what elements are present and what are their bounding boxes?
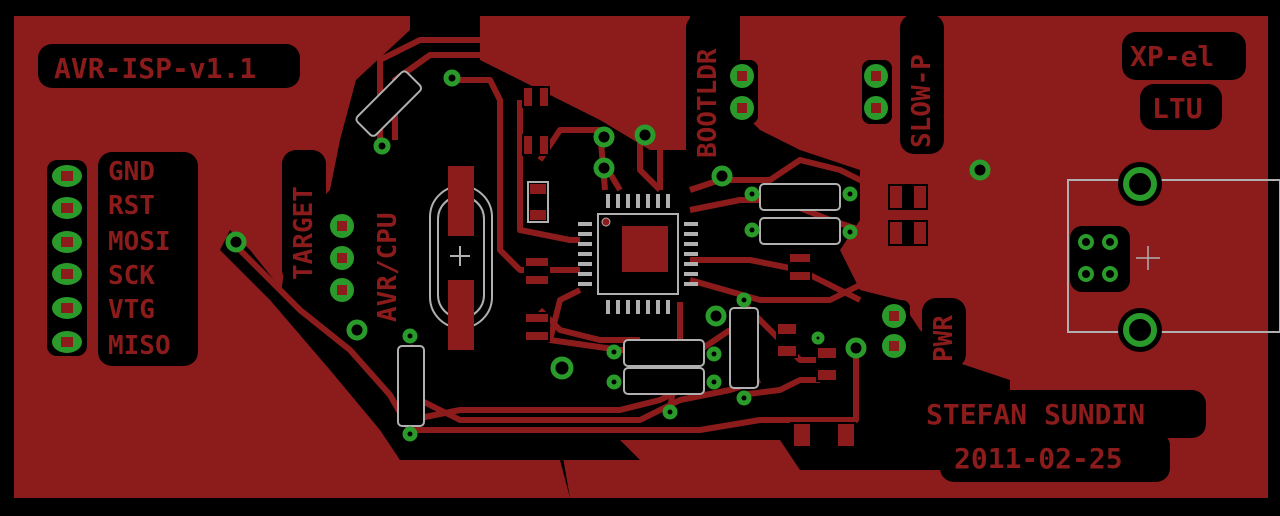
slow-p-jumper bbox=[862, 60, 892, 124]
copper-pour-left bbox=[14, 16, 570, 498]
isp-header bbox=[47, 160, 87, 356]
vias bbox=[225, 69, 991, 442]
passive-outlines bbox=[355, 70, 841, 427]
smd-parts bbox=[522, 86, 928, 448]
author-label: STEFAN SUNDIN bbox=[926, 398, 1145, 431]
isp-pin-label-sck: SCK bbox=[108, 261, 155, 291]
avr-cpu-label: AVR/CPU bbox=[373, 212, 403, 322]
crystal bbox=[429, 166, 493, 350]
xp-el-label: XP-el bbox=[1130, 40, 1214, 73]
bootldr-label: BOOTLDR bbox=[693, 48, 723, 158]
mcu-chip bbox=[578, 194, 698, 314]
pwr-jumper bbox=[878, 300, 910, 362]
isp-pin-label-miso: MISO bbox=[108, 331, 171, 361]
copper-pour-bottom bbox=[560, 440, 860, 498]
copper-pour-right bbox=[740, 16, 1268, 498]
board-title: AVR-ISP-v1.1 bbox=[54, 52, 256, 85]
target-label: TARGET bbox=[289, 186, 319, 280]
isp-pin-label-mosi: MOSI bbox=[108, 227, 171, 257]
isp-pin-label-rst: RST bbox=[108, 191, 155, 221]
date-label: 2011-02-25 bbox=[954, 442, 1123, 475]
usb-connector bbox=[1067, 162, 1280, 352]
silkscreen-plates bbox=[38, 14, 1246, 482]
isp-pin-label-gnd: GND bbox=[108, 157, 155, 187]
ltu-label: LTU bbox=[1152, 92, 1203, 125]
isp-pin-label-vtg: VTG bbox=[108, 295, 155, 325]
target-jumper bbox=[326, 210, 358, 302]
bootldr-jumper bbox=[728, 60, 758, 124]
pwr-label: PWR bbox=[929, 315, 959, 362]
slow-p-label: SLOW-P bbox=[907, 54, 937, 148]
